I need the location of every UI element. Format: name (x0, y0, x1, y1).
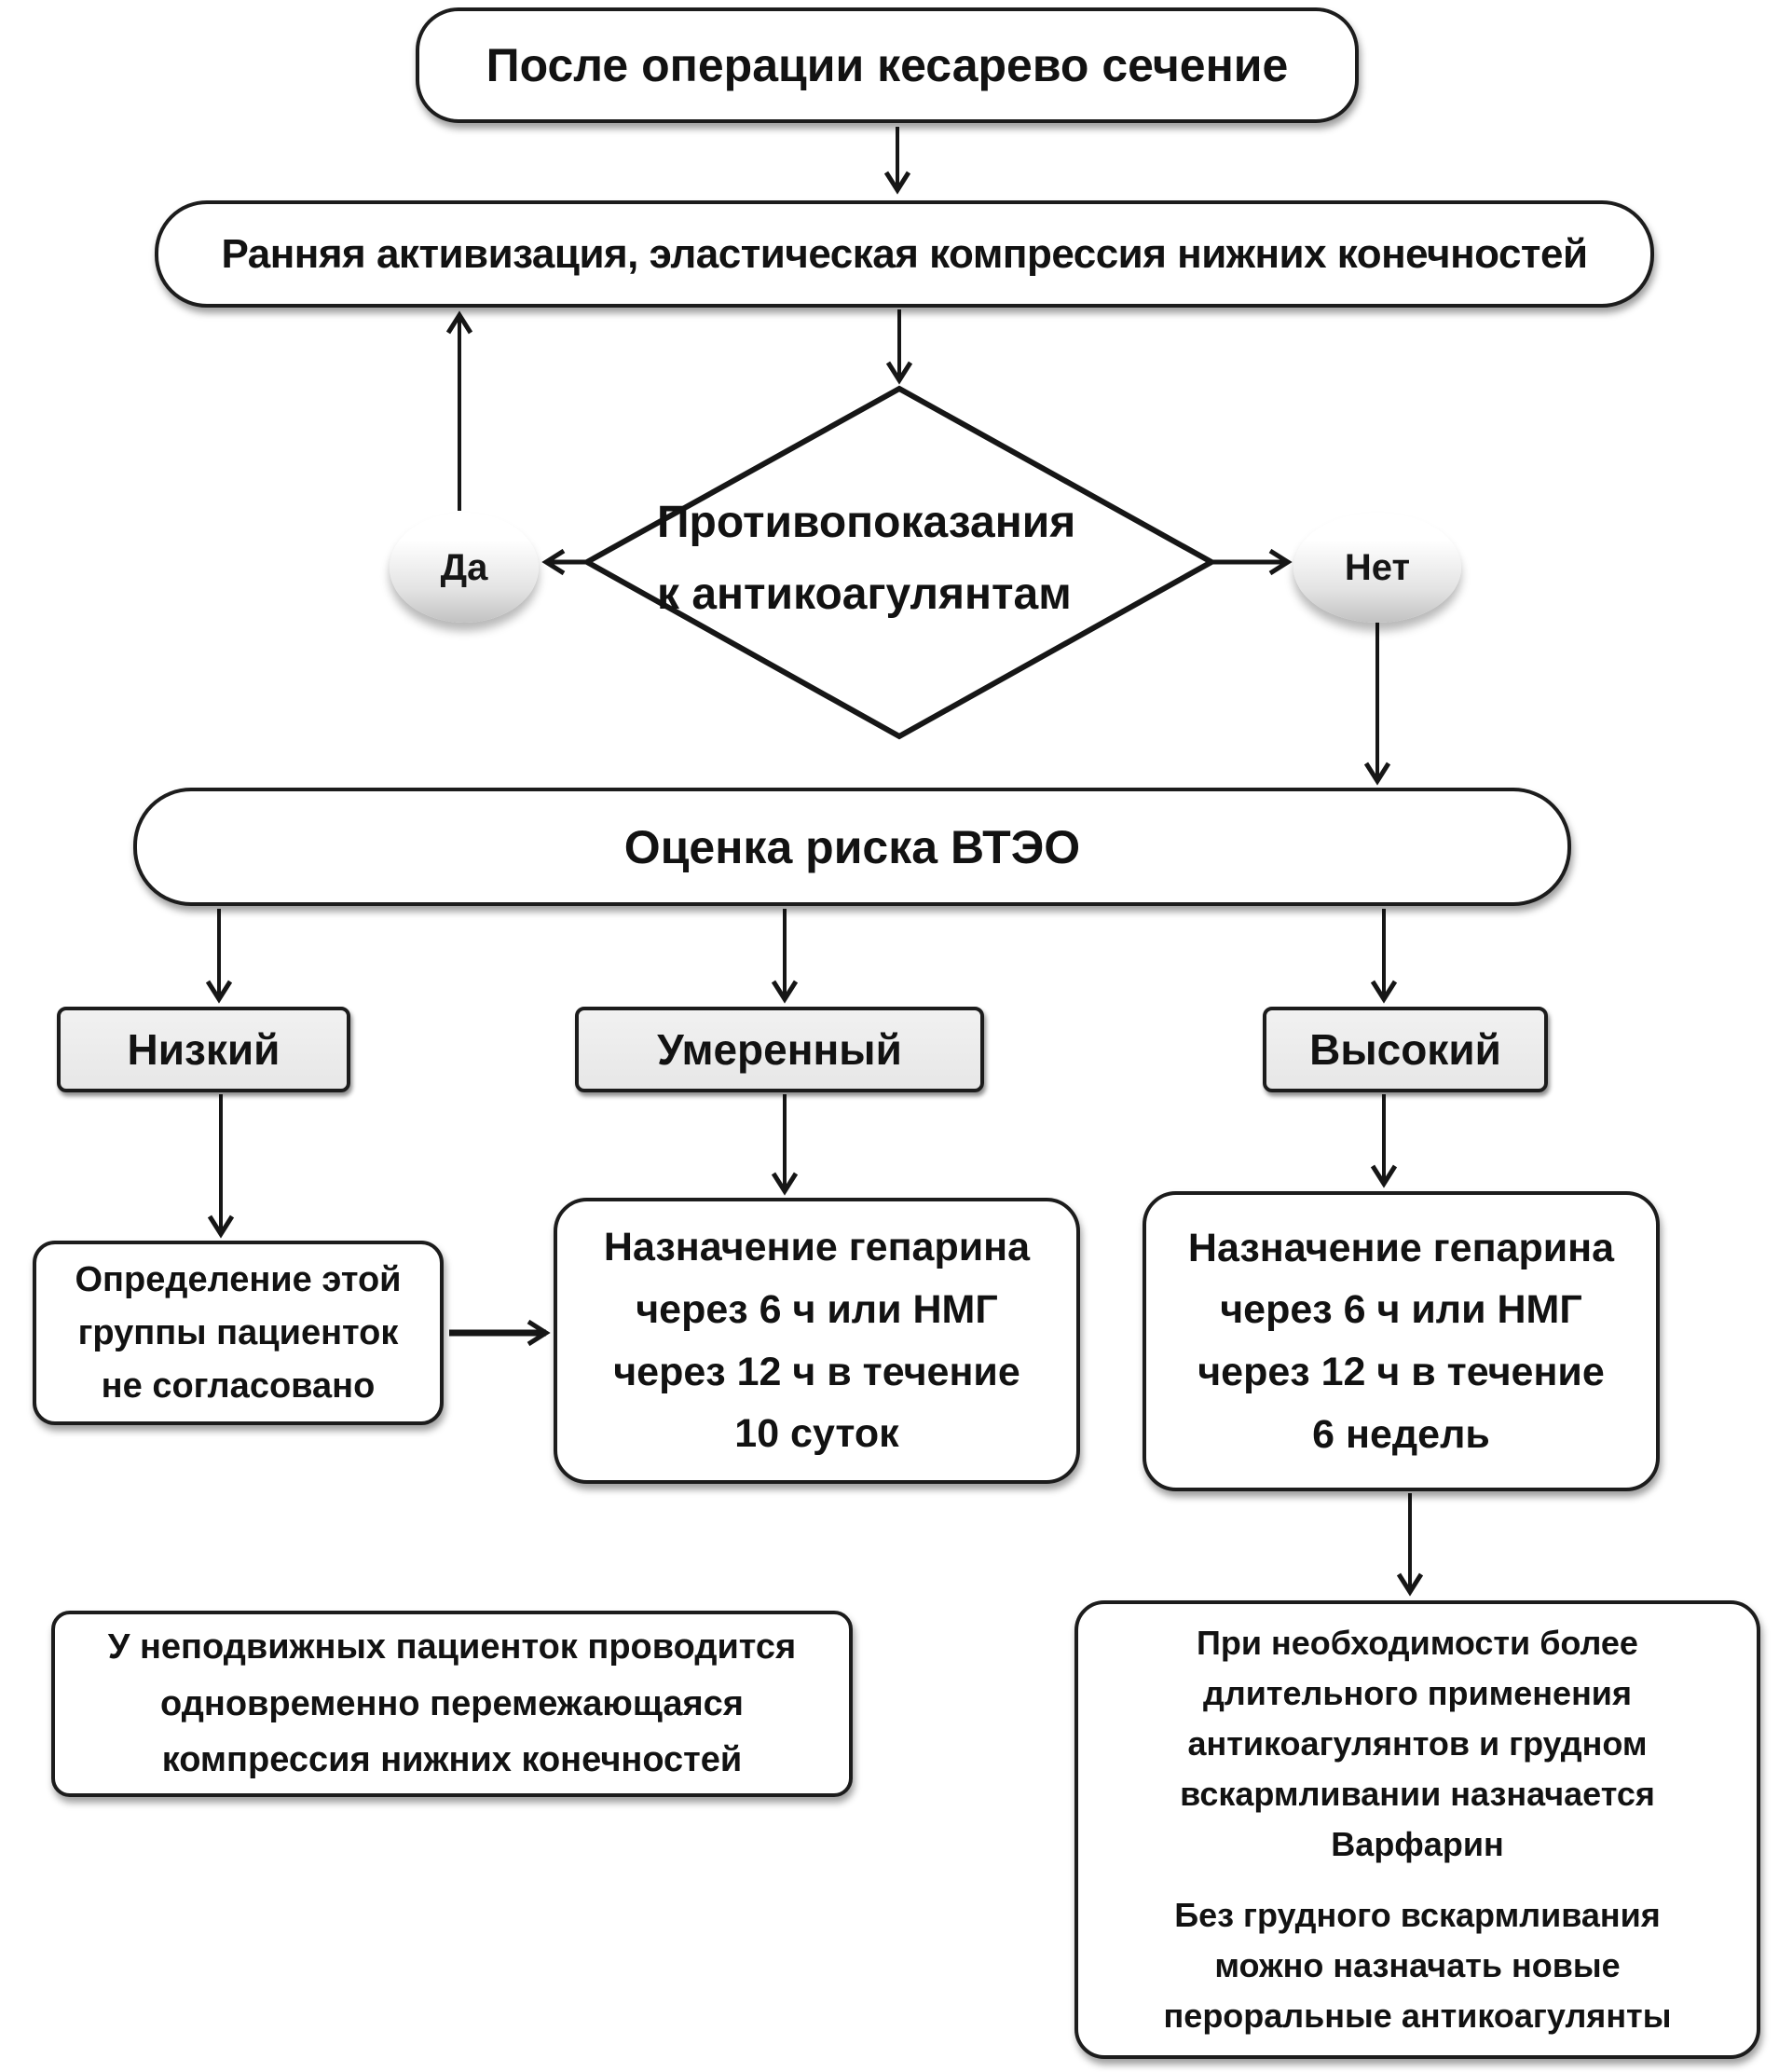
node-moderate-outcome-line2: через 6 ч или НМГ (636, 1286, 998, 1332)
node-risk-high: Высокий (1263, 1007, 1548, 1092)
node-high-outcome: Назначение гепарина через 6 ч или НМГ че… (1143, 1191, 1660, 1491)
node-low-outcome-line3: не согласовано (101, 1365, 376, 1406)
node-immobile-note: У неподвижных пациенток проводится однов… (51, 1611, 853, 1797)
node-immobile-note-line1: У неподвижных пациенток проводится (107, 1626, 797, 1667)
node-risk-assessment-label: Оценка риска ВТЭО (623, 820, 1081, 873)
node-moderate-outcome-line3: через 12 ч в течение (613, 1349, 1020, 1394)
decision-label-line2: к антикоагулянтам (657, 569, 1072, 619)
decision-label-line1: Противопоказания (657, 498, 1076, 548)
node-long-term-note: При необходимости более длительного прим… (1074, 1600, 1760, 2059)
node-long-term-note-para2: Без грудного вскармливания можно назнача… (1163, 1896, 1672, 2035)
no-text: Нет (1344, 546, 1411, 588)
node-early-activation-label: Ранняя активизация, эластическая компрес… (221, 230, 1588, 277)
decision-label: Противопоказания к антикоагулянтам (657, 438, 1160, 680)
node-high-outcome-line4: 6 недель (1312, 1411, 1490, 1457)
node-low-outcome-line1: Определение этой (75, 1259, 402, 1299)
node-risk-moderate-label: Умеренный (657, 1025, 902, 1074)
node-high-outcome-line2: через 6 ч или НМГ (1220, 1287, 1582, 1333)
node-early-activation: Ранняя активизация, эластическая компрес… (155, 200, 1654, 308)
node-high-outcome-line1: Назначение гепарина (1187, 1225, 1615, 1270)
yes-text: Да (440, 546, 488, 588)
node-high-outcome-line3: через 12 ч в течение (1197, 1350, 1605, 1394)
node-immobile-note-line3: компрессия нижних конечностей (161, 1740, 743, 1780)
node-low-outcome: Определение этой группы пациенток не сог… (33, 1241, 444, 1425)
edge-label-yes: Да (390, 513, 539, 623)
node-risk-assessment: Оценка риска ВТЭО (133, 788, 1571, 906)
node-low-outcome-line2: группы пациенток (77, 1312, 399, 1352)
node-start: После операции кесарево сечение (416, 7, 1359, 123)
node-long-term-note-para1: При необходимости более длительного прим… (1180, 1624, 1655, 1863)
node-immobile-note-line2: одновременно перемежающаяся (160, 1683, 744, 1723)
node-risk-low-label: Низкий (127, 1025, 281, 1074)
node-moderate-outcome: Назначение гепарина через 6 ч или НМГ че… (554, 1198, 1080, 1484)
node-start-label: После операции кесарево сечение (486, 39, 1289, 91)
decision-diamond (581, 385, 1218, 740)
edge-label-no: Нет (1293, 513, 1461, 623)
node-risk-low: Низкий (57, 1007, 350, 1092)
node-risk-moderate: Умеренный (575, 1007, 984, 1092)
node-moderate-outcome-line4: 10 суток (734, 1411, 899, 1457)
node-risk-high-label: Высокий (1309, 1025, 1501, 1074)
node-moderate-outcome-line1: Назначение гепарина (603, 1225, 1031, 1270)
